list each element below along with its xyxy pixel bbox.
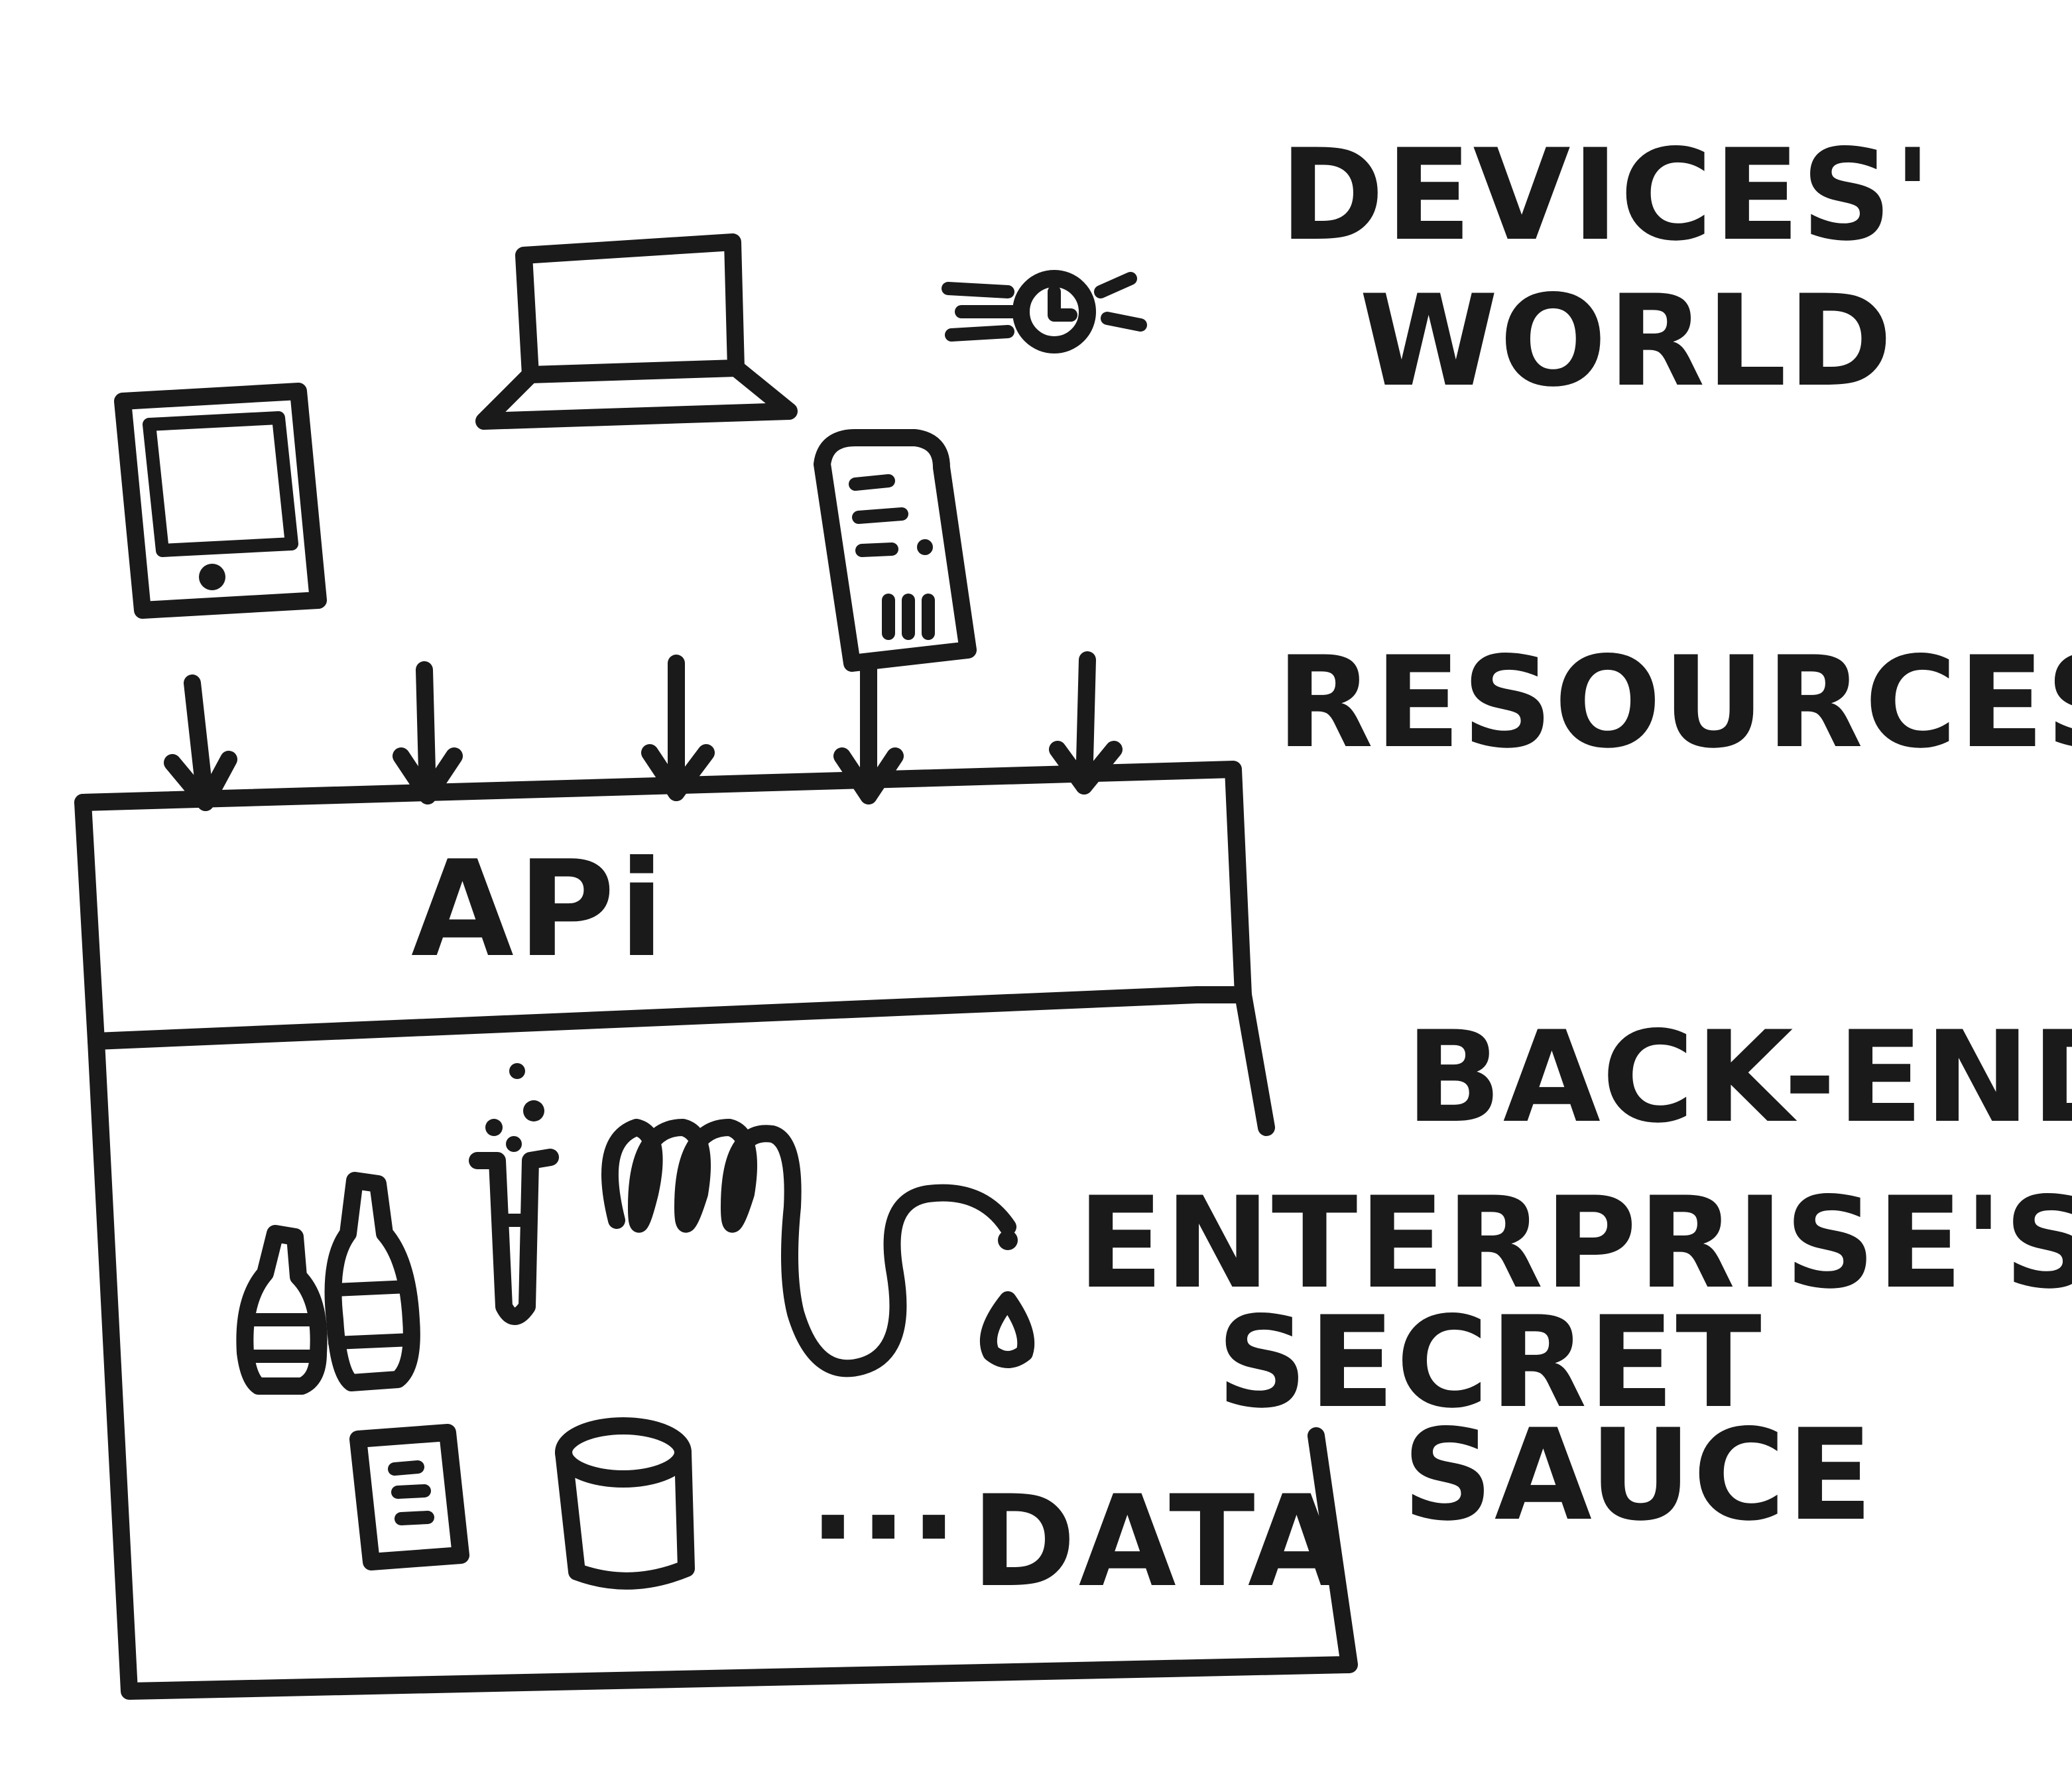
data-label: DATA bbox=[971, 1468, 1348, 1615]
resources-label: RESOURCES bbox=[1276, 629, 2072, 776]
bottles-icon bbox=[236, 1172, 420, 1395]
smartwatch-icon bbox=[942, 270, 1147, 353]
arrow-5 bbox=[1049, 651, 1123, 795]
backend-label: BACK-END bbox=[1406, 1004, 2072, 1151]
secret-sauce-label-line-3: SAUCE bbox=[1402, 1402, 1874, 1549]
secret-sauce-label-line-2: SECRET bbox=[1217, 1289, 1763, 1436]
tablet-icon bbox=[114, 383, 327, 619]
backend-box bbox=[88, 986, 1358, 1700]
database-icon bbox=[555, 1417, 695, 1590]
ellipsis-label: ... bbox=[809, 1422, 961, 1568]
api-label: APi bbox=[411, 832, 668, 987]
resource-arrows bbox=[164, 651, 1123, 811]
arrow-3 bbox=[641, 655, 715, 801]
arrow-2 bbox=[393, 661, 463, 804]
devices-world-label-line-1: DEVICES' bbox=[1280, 122, 1933, 269]
laptop-icon bbox=[475, 233, 798, 430]
test-tube-icon bbox=[469, 1063, 559, 1325]
document-icon bbox=[349, 1424, 469, 1570]
coiled-wire-icon bbox=[601, 1119, 1035, 1377]
devices-world-label-line-2: WORLD bbox=[1359, 268, 1894, 414]
remote-control-icon bbox=[814, 429, 977, 672]
secret-sauce-label-line-1: ENTERPRISE'S bbox=[1077, 1170, 2072, 1316]
api-box bbox=[74, 761, 1252, 1050]
arrow-1 bbox=[164, 674, 237, 811]
